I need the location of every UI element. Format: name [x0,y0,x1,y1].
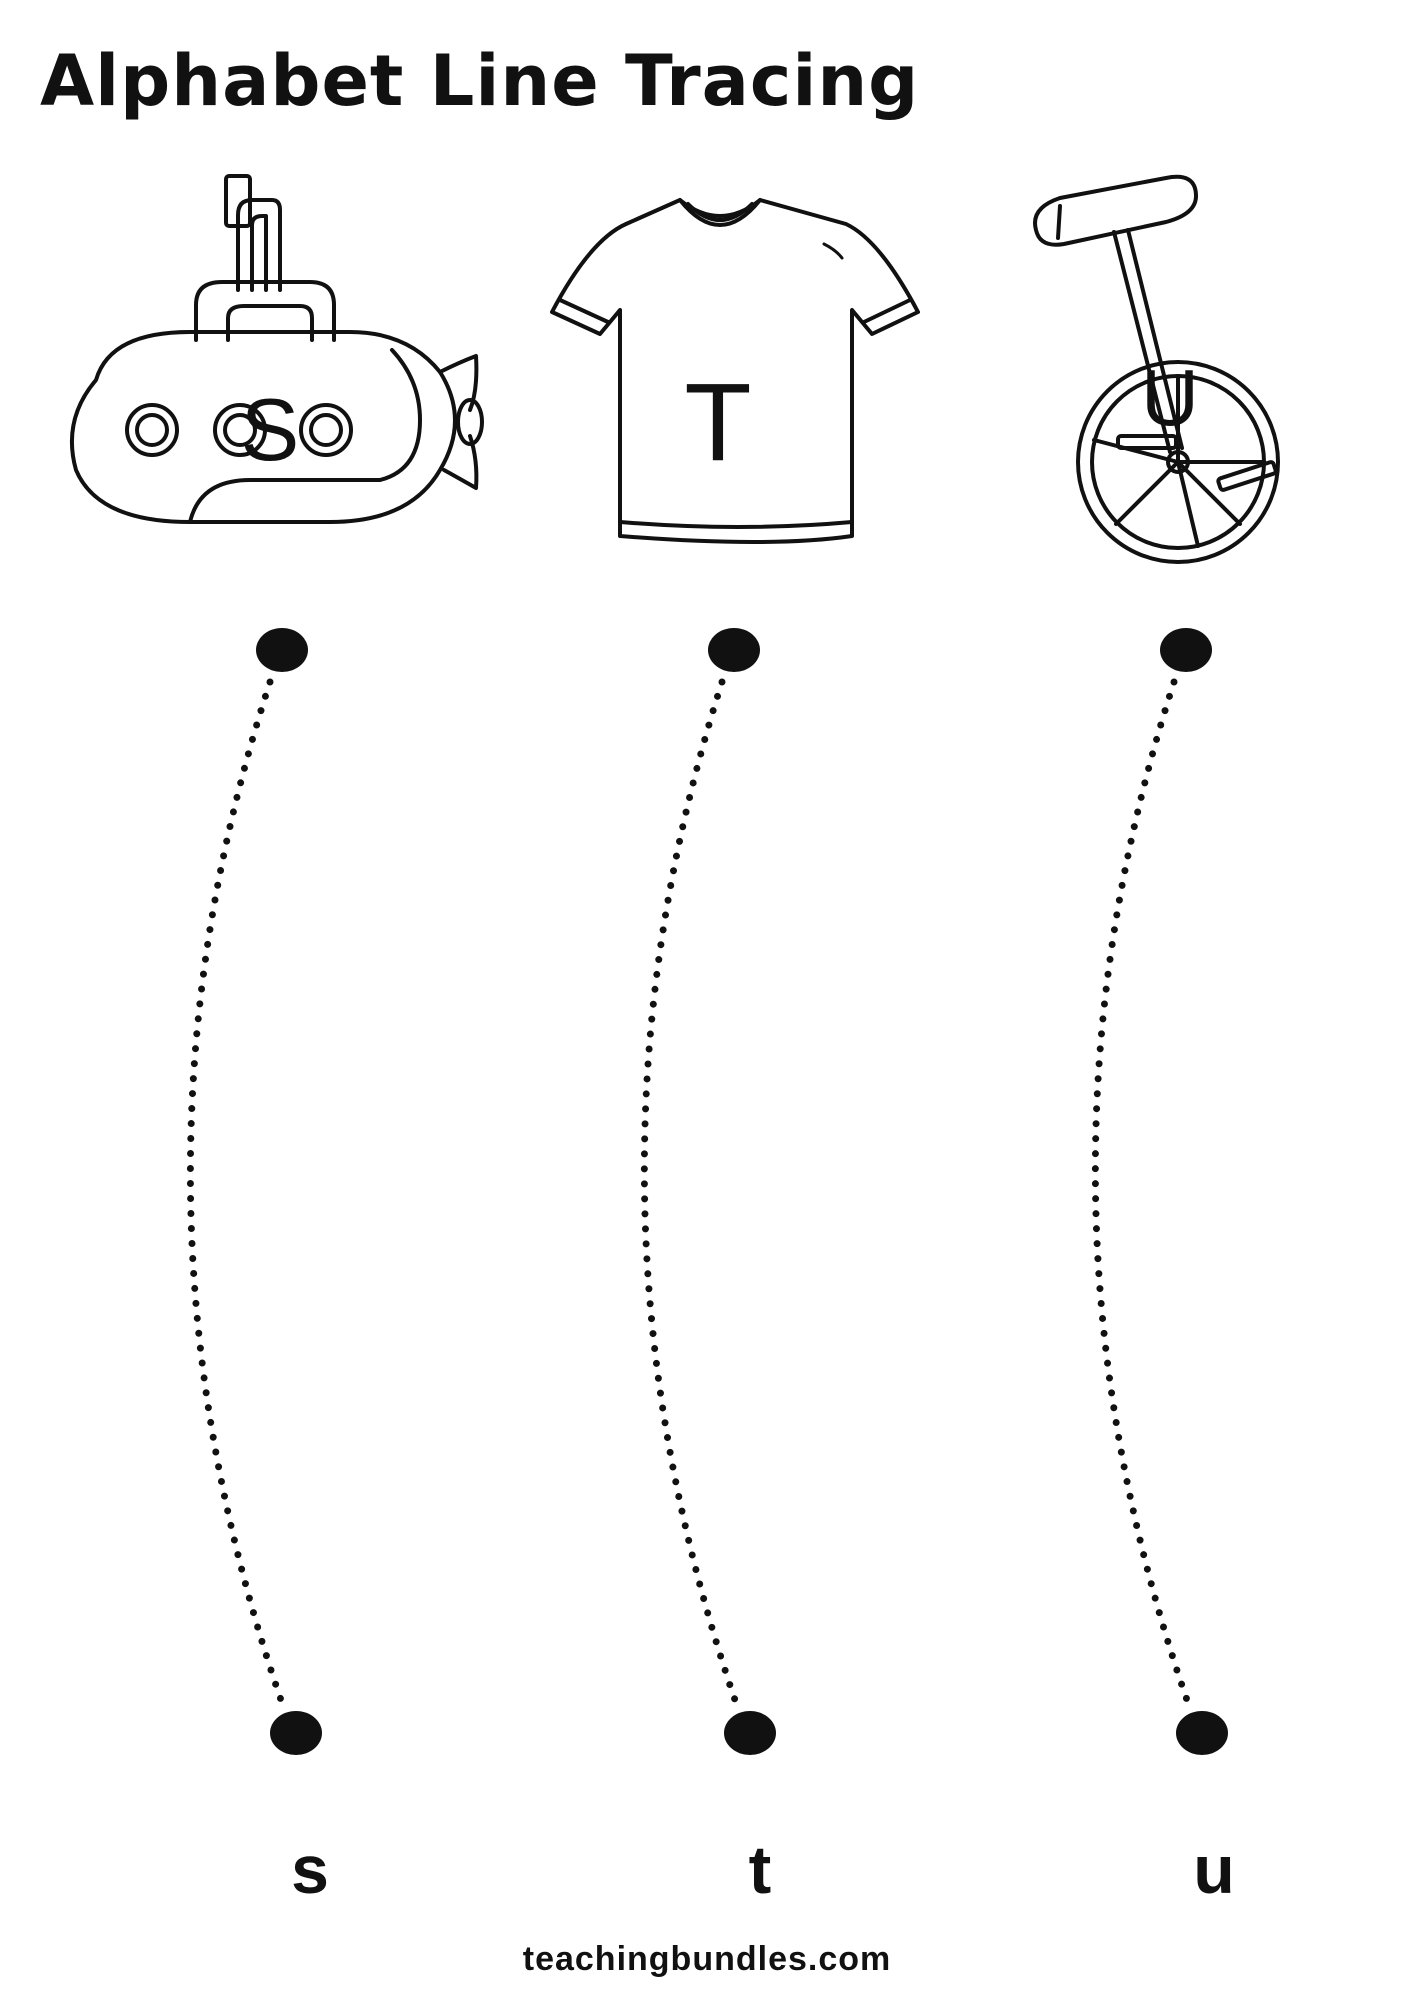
dotted-path-u[interactable] [1091,678,1192,1707]
page-title: Alphabet Line Tracing [40,40,920,122]
trace-letter-s: s [291,1832,329,1908]
end-dot-s [270,1711,322,1755]
trace-letter-t: t [749,1832,772,1908]
start-dot-t [708,628,760,672]
dotted-path-t[interactable] [640,678,740,1707]
trace-letter-u: u [1193,1832,1235,1908]
unicycle-letter: U [1141,353,1199,442]
t-shirt-picture [550,198,920,544]
t-shirt-letter: T [684,361,751,484]
submarine-letter: S [241,380,300,479]
unicycle-picture [1033,174,1280,564]
start-dot-u [1160,628,1212,672]
submarine-picture [69,174,484,524]
end-dot-t [724,1711,776,1755]
footer-website: teachingbundles.com [522,1940,892,1978]
end-dot-u [1176,1711,1228,1755]
start-dot-s [256,628,308,672]
dotted-path-s[interactable] [186,678,286,1707]
